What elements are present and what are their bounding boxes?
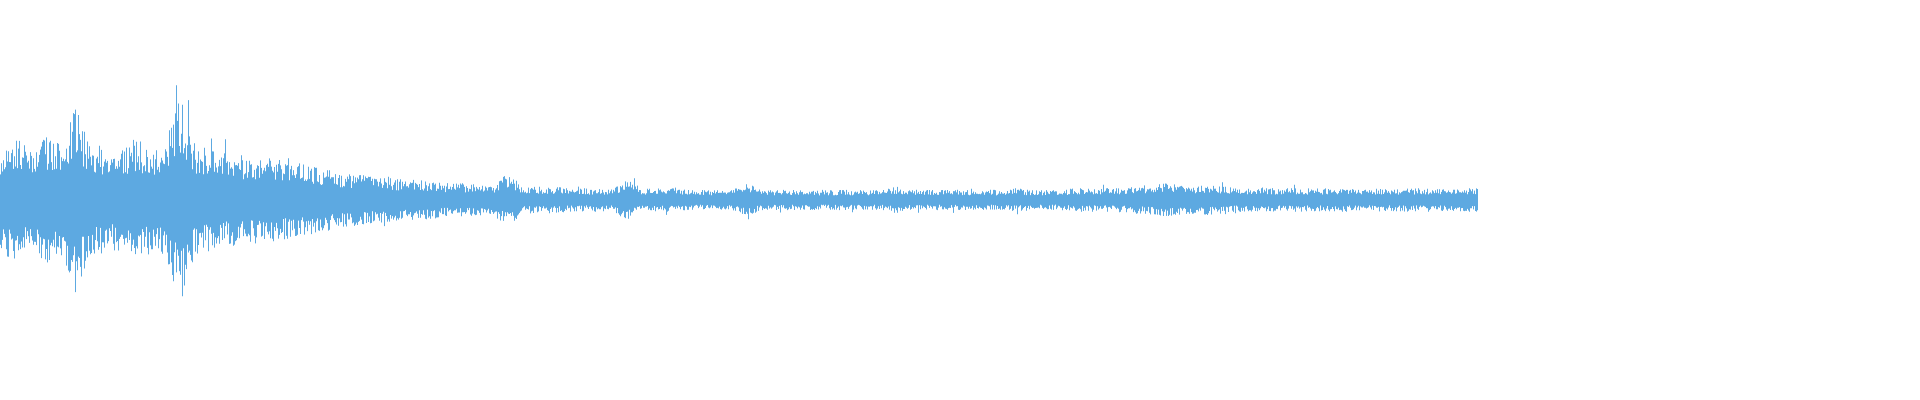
waveform-path xyxy=(0,85,1478,297)
waveform-bars xyxy=(0,85,1478,297)
waveform-centerline xyxy=(0,196,1478,204)
